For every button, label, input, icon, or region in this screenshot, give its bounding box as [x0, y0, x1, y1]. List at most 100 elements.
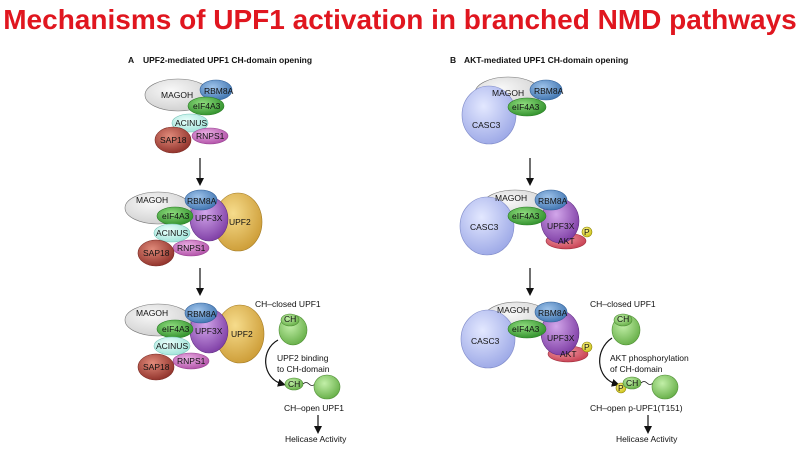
ch-closed-upf1-label: CH–closed UPF1: [590, 299, 656, 309]
eif4a3-protein: [507, 97, 547, 117]
akt-phosphorylation-line1: AKT phosphorylation: [610, 353, 689, 363]
ch-open-upf1-label: CH–open UPF1: [284, 403, 344, 413]
eif4a3-label: eIF4A3: [162, 324, 190, 334]
panel-b-complex-1: MAGOH RBM8A eIF4A3 CASC3: [461, 76, 564, 145]
eif4a3-protein: [187, 96, 225, 116]
ch-closed-upf1-label: CH–closed UPF1: [255, 299, 321, 309]
upf2-binding-line2: to CH-domain: [277, 364, 330, 374]
rbm8a-protein: [529, 79, 563, 101]
casc3-label: CASC3: [472, 120, 501, 130]
ch-domain-closed: [613, 313, 633, 327]
ch-open-p-upf1-label: CH–open p-UPF1(T151): [590, 403, 683, 413]
eif4a3-label: eIF4A3: [162, 211, 190, 221]
linker-squiggle: [640, 381, 654, 385]
panel-a-upf1-transition: CH–closed UPF1 CH UPF2 binding to CH-dom…: [255, 299, 347, 444]
upf1-open-protein: [313, 374, 341, 400]
ch-domain-open-label: CH: [288, 379, 300, 389]
akt-label: AKT: [560, 349, 577, 359]
sap18-protein: [154, 126, 192, 154]
helicase-activity-label: Helicase Activity: [285, 434, 347, 444]
panel-b-letter: B: [450, 55, 456, 65]
rnps1-label: RNPS1: [177, 243, 206, 253]
upf2-label: UPF2: [231, 329, 253, 339]
magoh-label: MAGOH: [136, 308, 168, 318]
acinus-protein: [153, 223, 191, 243]
eif4a3-protein: [507, 206, 547, 226]
casc3-label: CASC3: [471, 336, 500, 346]
phosphate-icon: [581, 341, 593, 353]
eif4a3-label: eIF4A3: [193, 101, 221, 111]
ch-domain-closed: [280, 313, 300, 327]
rbm8a-protein: [184, 189, 218, 211]
rnps1-label: RNPS1: [177, 356, 206, 366]
phosphate-icon: [581, 226, 593, 238]
upf2-label: UPF2: [229, 217, 251, 227]
sap18-label: SAP18: [160, 135, 187, 145]
eif4a3-label: eIF4A3: [512, 211, 540, 221]
magoh-label: MAGOH: [495, 193, 527, 203]
ch-domain-label: CH: [617, 314, 629, 324]
panel-a-complex-2: MAGOH RBM8A eIF4A3 UPF3X UPF2 ACINUS RNP…: [124, 189, 263, 267]
magoh-label: MAGOH: [497, 305, 529, 315]
rnps1-label: RNPS1: [196, 131, 225, 141]
panel-b: B AKT-mediated UPF1 CH-domain opening MA…: [450, 55, 689, 444]
phosphate-label: P: [618, 383, 624, 393]
slide-title: Mechanisms of UPF1 activation in branche…: [3, 4, 797, 35]
linker-squiggle: [302, 382, 316, 386]
acinus-label: ACINUS: [175, 118, 207, 128]
panel-b-upf1-transition: CH–closed UPF1 CH AKT phosphorylation of…: [590, 299, 689, 444]
eif4a3-protein: [507, 319, 547, 339]
upf2-binding-line1: UPF2 binding: [277, 353, 329, 363]
casc3-protein: [461, 85, 517, 145]
sap18-protein: [137, 239, 175, 267]
casc3-protein: [460, 309, 516, 369]
akt-label: AKT: [558, 236, 575, 246]
rbm8a-label: RBM8A: [204, 86, 234, 96]
panel-b-complex-2: P MAGOH RBM8A eIF4A3 UPF3X AKT CASC3: [459, 189, 593, 256]
panel-b-complex-3: P MAGOH RBM8A eIF4A3 UPF3X AKT CASC3: [460, 301, 593, 369]
sap18-label: SAP18: [143, 362, 170, 372]
ch-domain-label: CH: [284, 314, 296, 324]
rbm8a-label: RBM8A: [534, 86, 564, 96]
rbm8a-protein: [184, 302, 218, 324]
eif4a3-label: eIF4A3: [512, 102, 540, 112]
panel-a-complex-3: MAGOH RBM8A eIF4A3 UPF3X UPF2 ACINUS RNP…: [124, 302, 265, 381]
upf2-binding-arrow: [265, 339, 286, 387]
rbm8a-label: RBM8A: [187, 196, 217, 206]
phosphate-label: P: [584, 342, 590, 352]
upf3x-label: UPF3X: [195, 213, 223, 223]
upf1-open-protein: [651, 374, 679, 400]
panel-a: A UPF2-mediated UPF1 CH-domain opening M…: [124, 55, 347, 444]
sap18-protein: [137, 353, 175, 381]
magoh-label: MAGOH: [161, 90, 193, 100]
helicase-activity-label: Helicase Activity: [616, 434, 678, 444]
panel-b-heading: AKT-mediated UPF1 CH-domain opening: [464, 55, 628, 65]
panel-a-letter: A: [128, 55, 134, 65]
akt-phosphorylation-arrow: [599, 337, 620, 387]
rbm8a-label: RBM8A: [538, 308, 568, 318]
rbm8a-label: RBM8A: [187, 309, 217, 319]
acinus-protein: [153, 336, 191, 356]
acinus-label: ACINUS: [156, 341, 188, 351]
magoh-label: MAGOH: [136, 195, 168, 205]
phosphate-label: P: [584, 227, 590, 237]
casc3-label: CASC3: [470, 222, 499, 232]
ch-domain-open-label: CH: [626, 378, 638, 388]
casc3-protein: [459, 196, 515, 256]
rbm8a-label: RBM8A: [538, 196, 568, 206]
upf3x-label: UPF3X: [547, 333, 575, 343]
upf3x-label: UPF3X: [547, 221, 575, 231]
akt-phosphorylation-line2: of CH-domain: [610, 364, 663, 374]
rnps1-protein: [191, 127, 229, 145]
magoh-label: MAGOH: [492, 88, 524, 98]
acinus-protein: [171, 113, 209, 133]
eif4a3-label: eIF4A3: [512, 324, 540, 334]
sap18-label: SAP18: [143, 248, 170, 258]
rbm8a-protein: [534, 189, 568, 211]
acinus-label: ACINUS: [156, 228, 188, 238]
panel-a-heading: UPF2-mediated UPF1 CH-domain opening: [143, 55, 312, 65]
panel-a-complex-1: MAGOH RBM8A eIF4A3 ACINUS RNPS1 SAP18: [144, 78, 234, 154]
rbm8a-protein: [534, 301, 568, 323]
rnps1-protein: [172, 352, 210, 370]
